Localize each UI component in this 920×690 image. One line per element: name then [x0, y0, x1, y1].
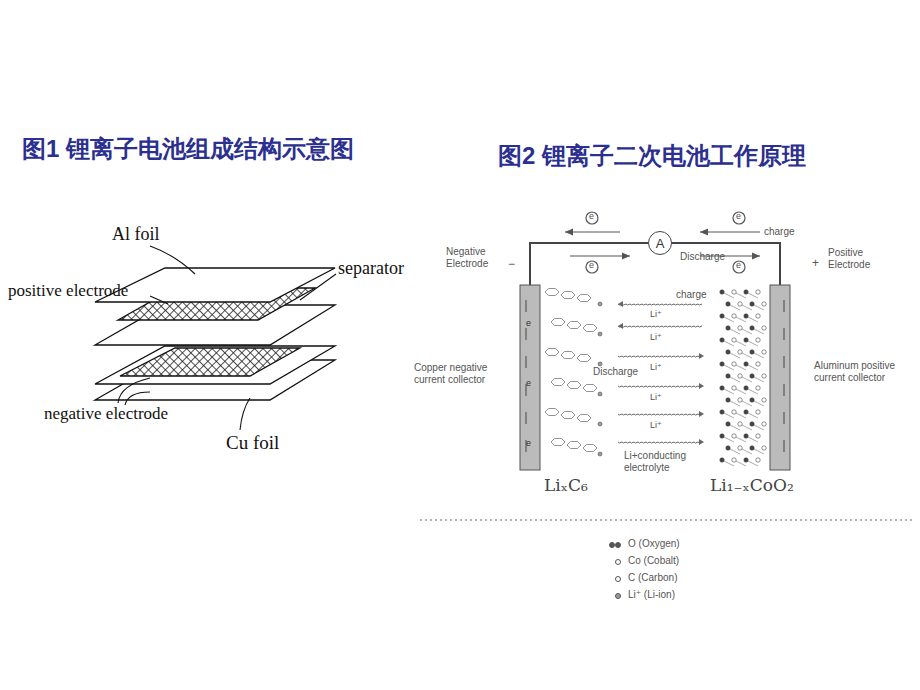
electron-symbol: e	[736, 211, 741, 221]
ion-symbol: Li⁺	[650, 420, 662, 430]
electron-symbol: e	[526, 378, 531, 388]
aluminum-collector	[770, 285, 790, 470]
part-name: Al foil	[112, 224, 160, 245]
electrode-name: Positive Electrode	[828, 247, 888, 270]
legend-dots	[610, 543, 621, 599]
electron-symbol: e	[526, 438, 531, 448]
part-name: Cu foil	[226, 432, 279, 454]
part-name: positive electrode	[8, 281, 128, 301]
ion-symbol: Li⁺	[650, 362, 662, 372]
collector-name: Copper negative current collector	[414, 362, 514, 385]
ion-symbol: Li⁺	[650, 392, 662, 402]
flow-label: Discharge	[593, 366, 638, 378]
flow-label: charge	[676, 289, 707, 301]
electron-symbol: e	[526, 318, 531, 328]
figure-title: 图1 锂离子电池组成结构示意图	[22, 135, 354, 163]
ammeter-circle: A	[648, 231, 672, 255]
electron-symbol: e	[589, 260, 594, 270]
legend-text: C (Carbon)	[628, 572, 677, 584]
formula: LiₓC₆	[544, 476, 588, 496]
polarity-sign: −	[508, 258, 515, 272]
copper-collector	[520, 285, 540, 470]
polarity-sign: +	[812, 257, 819, 271]
legend-text: Co (Cobalt)	[628, 555, 679, 567]
leader-lines	[118, 246, 336, 430]
figure-title: 图2 锂离子二次电池工作原理	[498, 142, 806, 170]
part-name: negative electrode	[44, 404, 168, 424]
formula: Li₁₋ₓCoO₂	[710, 476, 794, 496]
electron-symbol: e	[589, 211, 594, 221]
electrode-name: Negative Electrode	[446, 246, 508, 269]
flow-label: charge	[764, 226, 795, 238]
electron-arrows	[565, 212, 760, 273]
ion-symbol: Li⁺	[650, 309, 662, 319]
flow-label: Discharge	[680, 251, 725, 263]
crystal-lattice	[526, 289, 784, 467]
legend-text: O (Oxygen)	[628, 538, 680, 550]
part-name: separator	[338, 258, 404, 279]
ammeter-letter: A	[656, 236, 665, 251]
divider	[420, 519, 915, 521]
layer-stack	[95, 268, 335, 400]
legend-text: Li⁺ (Li-ion)	[628, 589, 675, 601]
collector-name: Aluminum positive current collector	[814, 360, 914, 383]
electron-symbol: e	[736, 260, 741, 270]
ion-symbol: Li⁺	[650, 332, 662, 342]
electrolyte-name: Li+conducting electrolyte	[624, 450, 714, 473]
